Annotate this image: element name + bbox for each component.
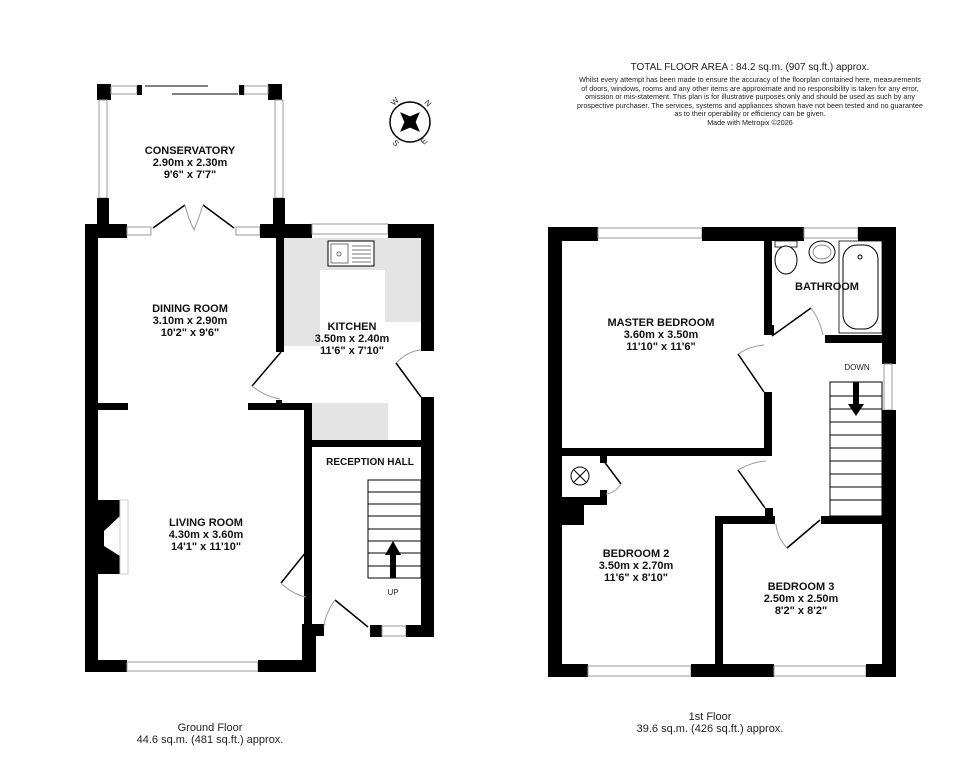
- room-metric-bedroom-2: 3.50m x 2.70m: [599, 560, 674, 572]
- room-name-dining: DINING ROOM: [152, 303, 228, 315]
- bathtub-icon: [838, 240, 883, 334]
- arrow-down-icon: [848, 382, 864, 416]
- ground-floor-walls: [85, 223, 434, 672]
- disclaimer-line: prospective purchaser. The services, sys…: [577, 100, 923, 110]
- room-metric-conservatory: 2.90m x 2.30m: [153, 157, 228, 169]
- first-floor-plan: DOWN MASTER BEDROOM 3.60m x 3.50m 11'10"…: [548, 227, 896, 677]
- room-imperial-dining: 10'2" x 9'6": [161, 327, 219, 339]
- basin-icon: [808, 240, 836, 264]
- first-floor-walls: [548, 227, 896, 677]
- room-imperial-living: 14'1" x 11'10": [171, 541, 241, 553]
- disclaimer-line: as to their operability or efficiency ca…: [674, 109, 826, 119]
- ground-floor-doors: [251, 349, 422, 628]
- floor-area-header: TOTAL FLOOR AREA : 84.2 sq.m. (907 sq.ft…: [530, 62, 970, 128]
- stairs-up-label: UP: [387, 588, 398, 597]
- ground-floor-caption: Ground Floor 44.6 sq.m. (481 sq.ft.) app…: [110, 722, 310, 746]
- room-metric-bedroom-3: 2.50m x 2.50m: [764, 593, 839, 605]
- room-metric-dining: 3.10m x 2.90m: [153, 315, 228, 327]
- first-floor-doors: [602, 307, 824, 549]
- room-imperial-conservatory: 9'6" x 7'7": [164, 169, 216, 181]
- room-name-living: LIVING ROOM: [169, 517, 243, 529]
- stairs-up: UP: [367, 479, 422, 597]
- stairs-down-label: DOWN: [844, 363, 870, 372]
- first-floor-caption: 1st Floor 39.6 sq.m. (426 sq.ft.) approx…: [610, 711, 810, 735]
- arrow-up-icon: [385, 541, 401, 578]
- disclaimer-line: of doors, windows, rooms and any other i…: [581, 83, 919, 93]
- room-imperial-master-bedroom: 11'10" x 11'6": [626, 341, 696, 353]
- room-imperial-bedroom-3: 8'2" x 8'2": [775, 605, 827, 617]
- room-imperial-bedroom-2: 11'6" x 8'10": [604, 572, 668, 584]
- compass-s: S: [391, 138, 401, 148]
- compass-n: N: [423, 98, 434, 109]
- room-metric-living: 4.30m x 3.60m: [169, 529, 244, 541]
- room-name-bedroom-2: BEDROOM 2: [603, 548, 670, 560]
- room-name-bedroom-3: BEDROOM 3: [768, 581, 835, 593]
- room-name-conservatory: CONSERVATORY: [145, 145, 236, 157]
- conservatory-walls: [97, 84, 285, 232]
- disclaimer-line: Whilst every attempt has been made to en…: [579, 75, 921, 84]
- first-floor-label: 1st Floor: [688, 711, 732, 723]
- kitchen-counters: [284, 238, 421, 440]
- room-metric-kitchen: 3.50m x 2.40m: [315, 333, 390, 345]
- total-floor-area: TOTAL FLOOR AREA : 84.2 sq.m. (907 sq.ft…: [630, 62, 870, 73]
- stairs-down: DOWN: [829, 363, 883, 517]
- room-name-bathroom: BATHROOM: [795, 281, 859, 293]
- compass-e: E: [419, 136, 429, 146]
- made-with-credit: Made with Metropix ©2026: [707, 117, 793, 127]
- toilet-icon: [774, 240, 798, 275]
- ground-floor-plan: CONSERVATORY 2.90m x 2.30m 9'6" x 7'7": [85, 84, 434, 672]
- room-imperial-kitchen: 11'6" x 7'10": [320, 345, 384, 357]
- compass-rose-icon: W N S E: [389, 95, 433, 148]
- disclaimer: Whilst every attempt has been made to en…: [530, 75, 970, 128]
- ground-floor-area: 44.6 sq.m. (481 sq.ft.) approx.: [136, 734, 284, 746]
- room-name-kitchen: KITCHEN: [328, 321, 377, 333]
- room-name-master-bedroom: MASTER BEDROOM: [608, 317, 715, 329]
- sink-icon: [327, 240, 375, 267]
- ground-floor-label: Ground Floor: [177, 722, 243, 734]
- first-floor-area: 39.6 sq.m. (426 sq.ft.) approx.: [636, 723, 784, 735]
- boiler-icon: [570, 466, 590, 486]
- room-name-reception-hall: RECEPTION HALL: [326, 457, 414, 468]
- disclaimer-line: omission or mis-statement. This plan is …: [585, 92, 915, 102]
- room-metric-master-bedroom: 3.60m x 3.50m: [624, 329, 699, 341]
